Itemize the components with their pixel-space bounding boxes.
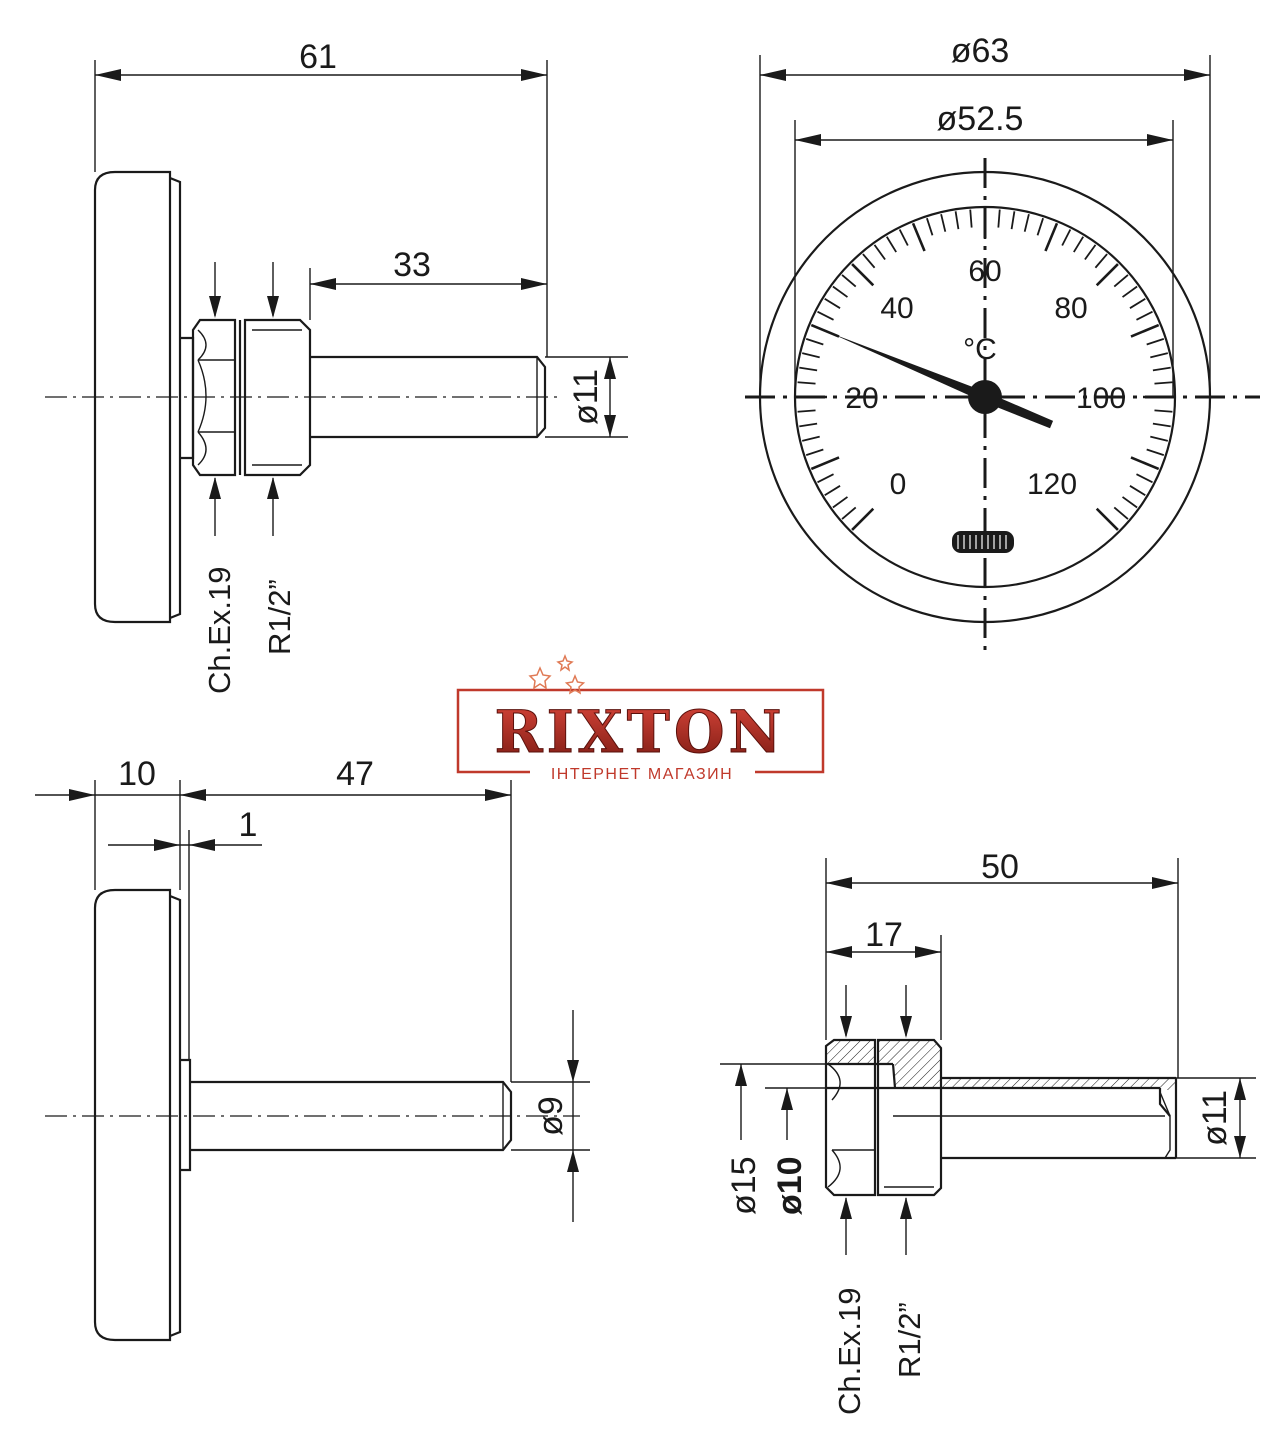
scale-tick (1130, 323, 1160, 338)
scale-tick (841, 506, 857, 520)
brand-logo (952, 531, 1014, 553)
pocket-thread-size-label: R1/2” (892, 1302, 927, 1378)
scale-tick (1146, 448, 1165, 456)
scale-tick (1136, 473, 1153, 484)
dim-stem-length-bottom: 47 (336, 755, 374, 793)
dim-pocket-length: 50 (981, 848, 1019, 886)
star-icon (528, 653, 586, 695)
scale-tick (832, 496, 848, 509)
scale-tick (873, 244, 886, 260)
scale-tick (797, 381, 816, 385)
hex-size-label: Ch.Ex.19 (202, 566, 237, 694)
scale-tick (1044, 222, 1059, 252)
dim-overall-length: 61 (299, 38, 337, 76)
watermark-name: RIXTON (494, 698, 785, 766)
scale-tick (997, 209, 1001, 228)
scale-tick (1010, 211, 1016, 230)
scale-tick (1095, 263, 1119, 287)
watermark-logo: RIXTON ІНТЕРНЕТ МАГАЗИН (456, 653, 825, 783)
scale-tick (1146, 338, 1165, 346)
dim-pocket-bore-diameter: ø10 (771, 1156, 809, 1215)
scale-tick (1084, 244, 1097, 260)
scale-tick (1122, 496, 1138, 509)
scale-tick (1150, 352, 1169, 359)
scale-tick (824, 485, 841, 496)
side-view-bottom: 10 47 1 ø9 (35, 755, 590, 1342)
dim-outer-diameter: ø63 (951, 32, 1010, 70)
thread-size-label: R1/2” (262, 579, 297, 655)
scale-label-40: 40 (880, 292, 913, 325)
scale-tick (1113, 506, 1129, 520)
scale-tick (1122, 285, 1138, 298)
scale-tick (817, 310, 834, 321)
front-view-gauge: 0 20 40 60 80 100 120 °C (745, 32, 1260, 658)
dim-dial-diameter: ø52.5 (937, 100, 1024, 138)
scale-tick (926, 217, 934, 236)
scale-tick (969, 209, 973, 228)
scale-tick (1113, 274, 1129, 288)
scale-tick (1023, 213, 1030, 232)
scale-tick (940, 213, 947, 232)
scale-tick (851, 507, 875, 531)
scale-tick (1129, 485, 1146, 496)
scale-tick (1154, 409, 1173, 413)
scale-tick (1152, 366, 1171, 372)
unit-label: °C (963, 333, 997, 366)
scale-tick (911, 222, 926, 252)
scale-tick (832, 285, 848, 298)
scale-tick (805, 338, 824, 346)
scale-tick (1129, 298, 1146, 309)
scale-tick (1094, 253, 1108, 269)
scale-tick (824, 298, 841, 309)
pocket-hex-size-label: Ch.Ex.19 (832, 1287, 867, 1415)
dim-head-length: 17 (865, 916, 903, 954)
dial-scale-ticks (797, 209, 1173, 531)
scale-tick (1095, 507, 1119, 531)
scale-tick (1061, 229, 1072, 246)
side-view-top: 61 33 ø11 Ch.Ex.19 R1/2” (45, 38, 628, 694)
thermowell-pocket: 50 17 Ch.Ex.19 R1/2” ø15 ø10 ø1 (720, 848, 1256, 1415)
scale-tick (817, 473, 834, 484)
dim-gap: 1 (239, 806, 258, 844)
scale-tick (954, 211, 960, 230)
scale-label-80: 80 (1054, 292, 1087, 325)
scale-tick (851, 263, 875, 287)
scale-tick (1073, 236, 1084, 253)
scale-tick (1136, 310, 1153, 321)
scale-tick (1130, 456, 1160, 471)
dim-stem-diameter-bottom: ø9 (532, 1096, 570, 1136)
dim-stem-length: 33 (393, 246, 431, 284)
scale-tick (1152, 422, 1171, 428)
dim-pocket-tube-diameter: ø11 (1196, 1090, 1234, 1146)
dim-stem-diameter: ø11 (567, 369, 605, 425)
scale-tick (797, 409, 816, 413)
scale-tick (805, 448, 824, 456)
scale-tick (886, 236, 897, 253)
scale-tick (841, 274, 857, 288)
scale-tick (801, 352, 820, 359)
scale-tick (1154, 381, 1173, 385)
pointer-hub (968, 380, 1002, 414)
scale-tick (1036, 217, 1044, 236)
scale-tick (810, 456, 840, 471)
scale-tick (1150, 435, 1169, 442)
dim-case-depth: 10 (118, 755, 156, 793)
scale-label-120: 120 (1027, 468, 1077, 501)
watermark-subtitle: ІНТЕРНЕТ МАГАЗИН (551, 766, 733, 783)
scale-tick (862, 253, 876, 269)
scale-tick (799, 422, 818, 428)
scale-tick (799, 366, 818, 372)
scale-tick (898, 229, 909, 246)
scale-label-0: 0 (890, 468, 907, 501)
scale-tick (801, 435, 820, 442)
dim-pocket-outer-diameter: ø15 (725, 1156, 763, 1215)
